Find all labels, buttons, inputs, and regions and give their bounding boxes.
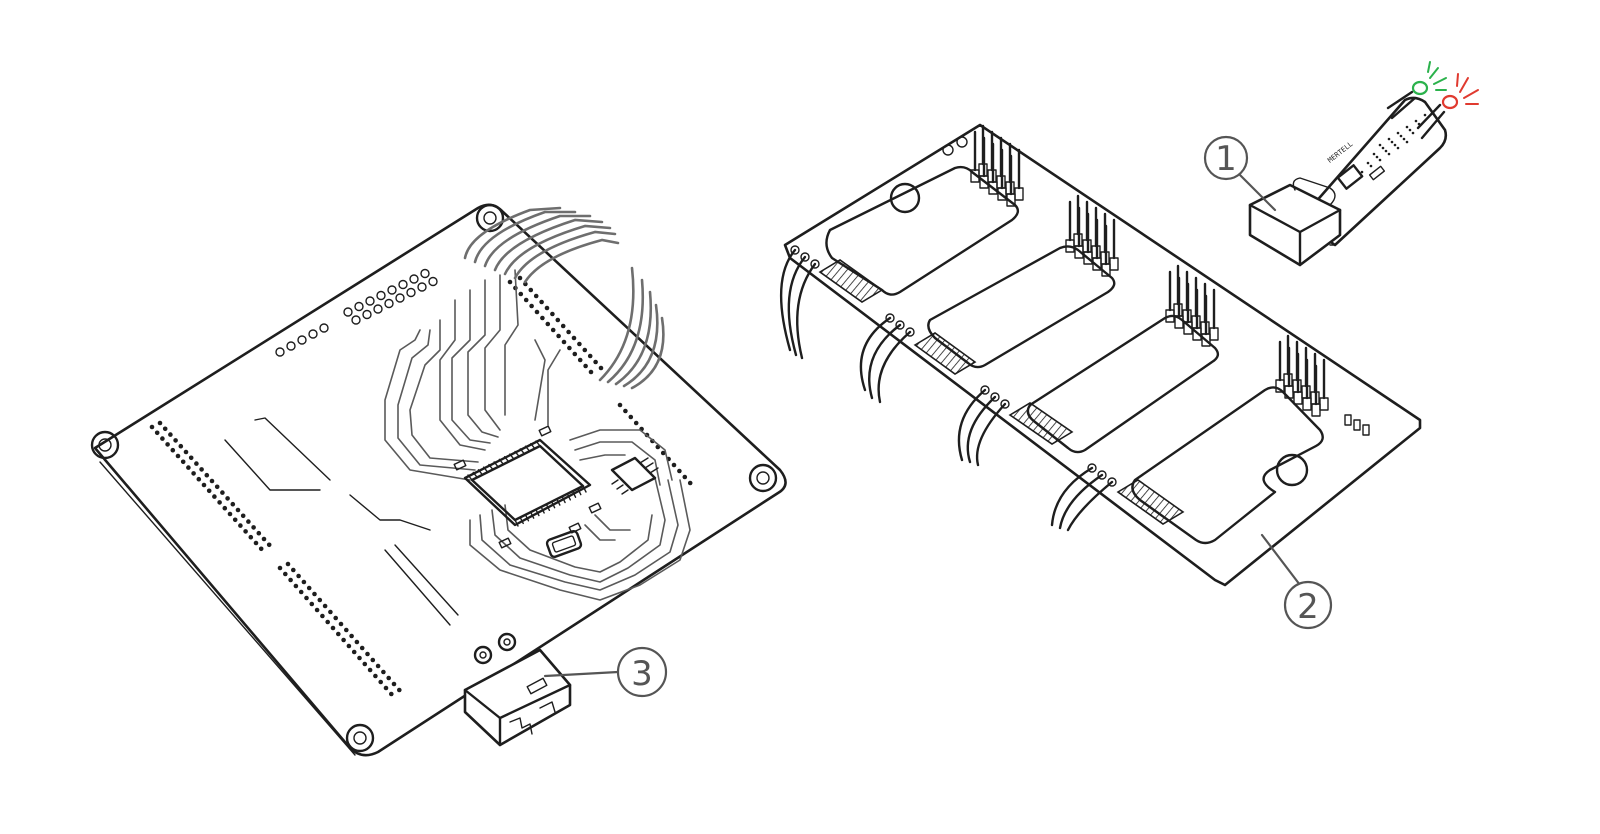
hatched-pads [818, 259, 1185, 525]
green-led-icon [1411, 61, 1447, 96]
main-board-edge [99, 461, 356, 756]
driver-board [779, 123, 1422, 587]
routing-traces [384, 269, 691, 601]
left-traces [224, 417, 459, 626]
callout-1: 1 [1203, 135, 1277, 212]
pin-header-left [149, 420, 402, 697]
corner-components [942, 136, 1370, 436]
pad-row-top [275, 268, 438, 357]
microcontroller-chip [463, 438, 592, 527]
red-led-icon [1441, 73, 1479, 110]
main-controller-board [90, 203, 787, 757]
callout-3: 3 [543, 646, 668, 698]
callout-1-label: 1 [1215, 139, 1237, 179]
crystal-oscillator [545, 529, 583, 559]
rj-connector [463, 648, 572, 747]
led-module: MERTELL [1248, 61, 1479, 267]
callout-2: 2 [1260, 533, 1333, 630]
pin-header-right [507, 275, 693, 486]
callout-2-label: 2 [1297, 587, 1319, 627]
callout-3-label: 3 [631, 654, 653, 694]
small-ic [610, 456, 659, 495]
ribbon-wires-side [598, 266, 665, 390]
wire-terminals [779, 245, 1117, 532]
mounting-holes [90, 203, 778, 753]
smd-components [453, 425, 602, 549]
ribbon-wires-top [463, 206, 620, 284]
pin-headers [970, 124, 1329, 417]
bottom-switches [473, 632, 517, 665]
